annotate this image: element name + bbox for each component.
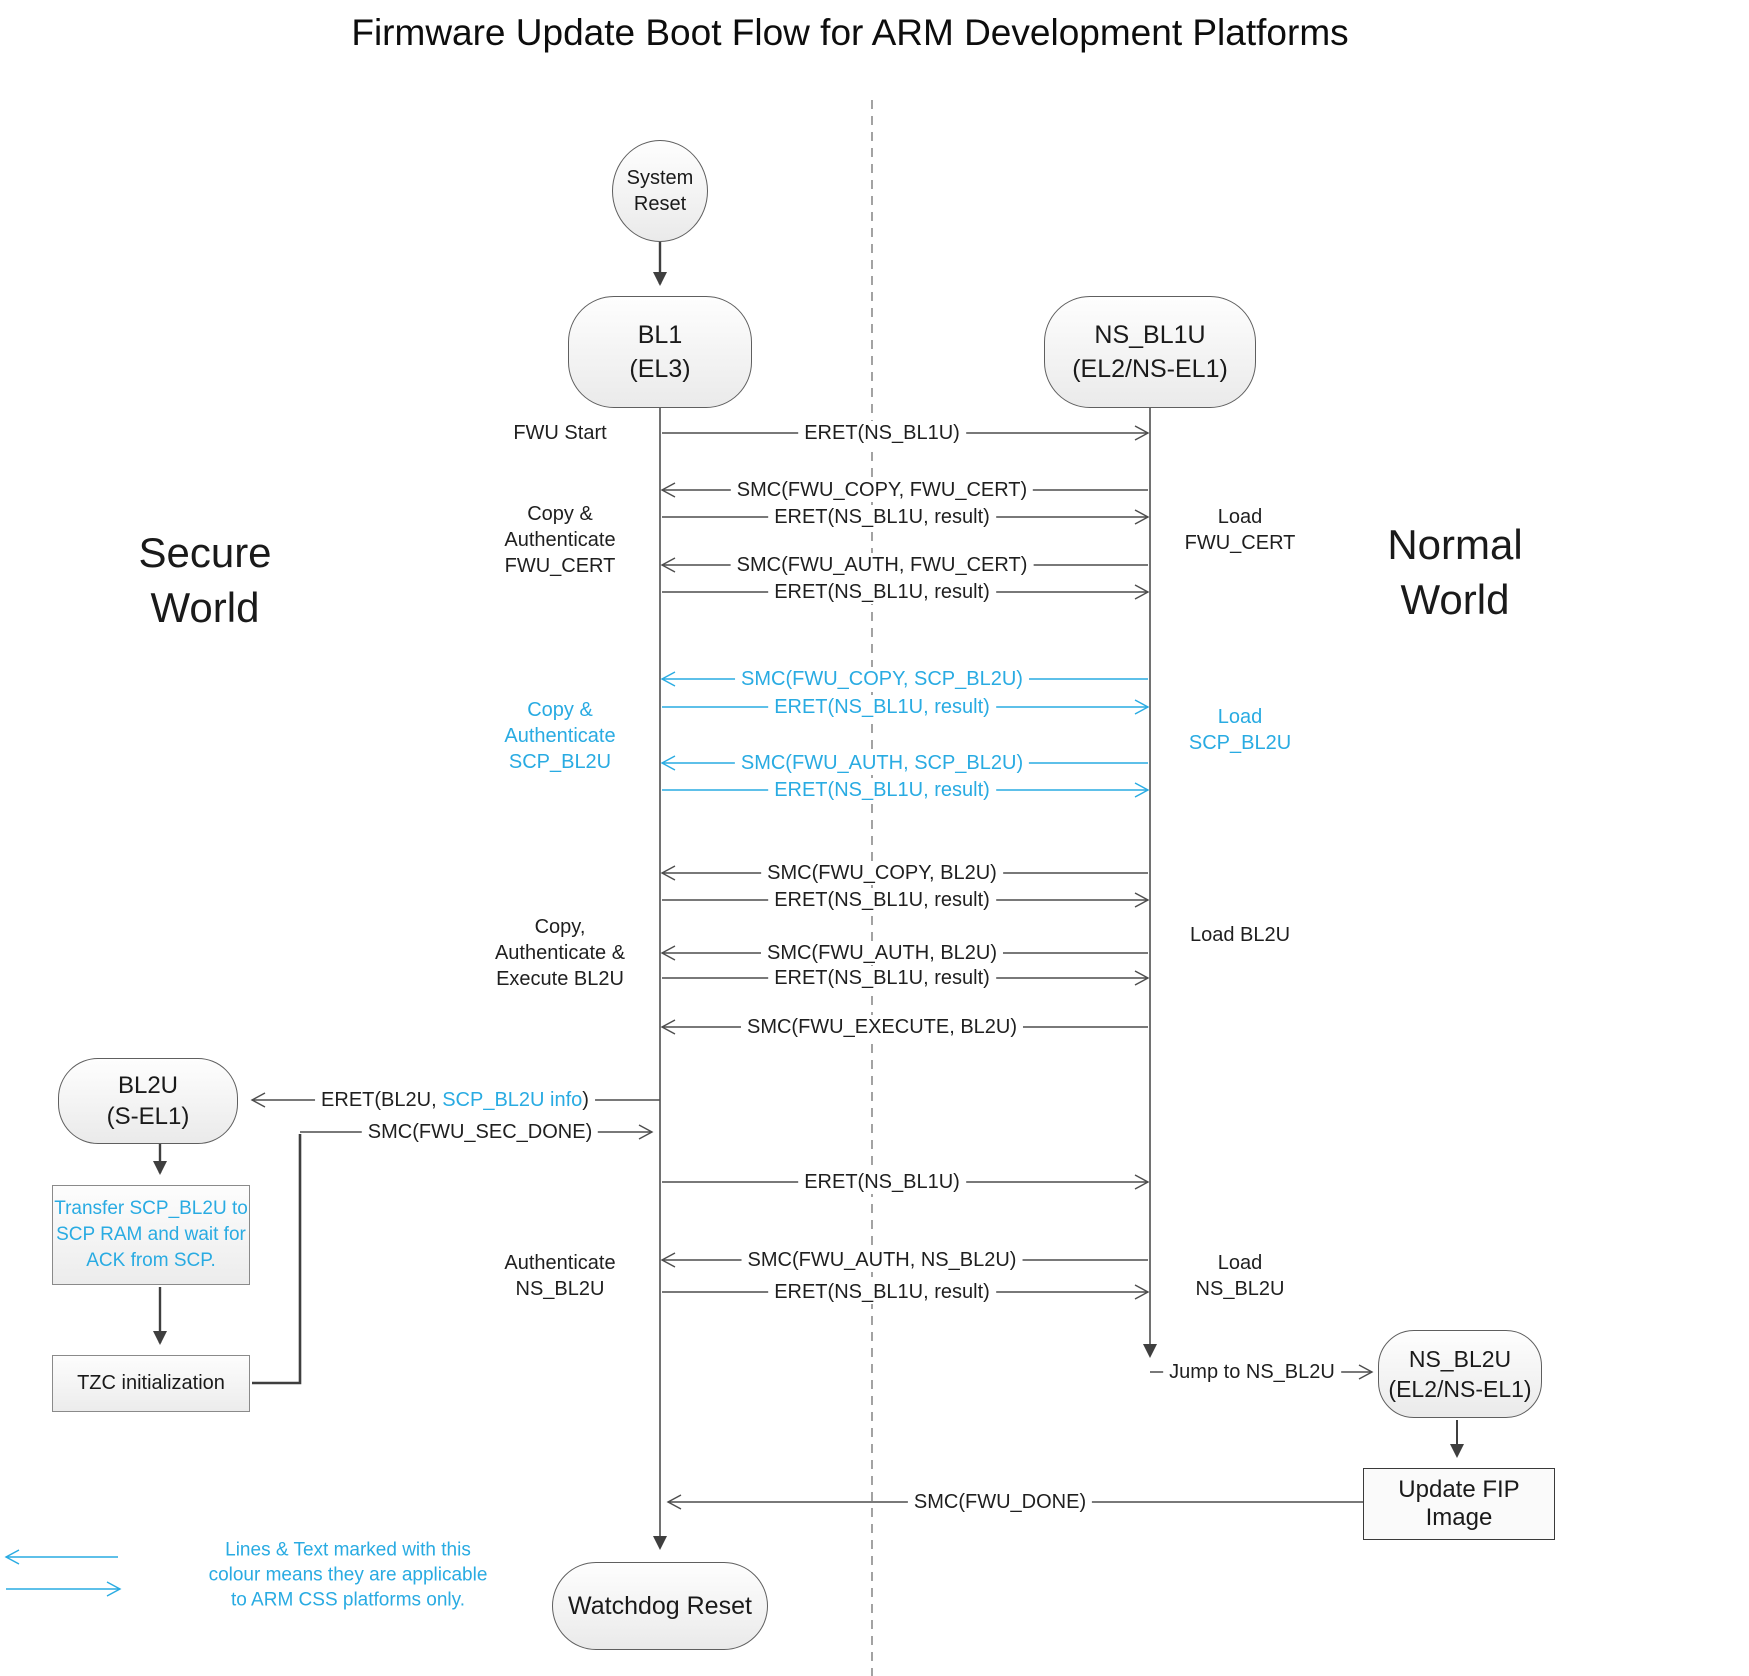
- message-label: ERET(NS_BL1U, result): [768, 505, 996, 529]
- bl2u-node: BL2U (S-EL1): [58, 1058, 238, 1144]
- message-label: SMC(FWU_COPY, FWU_CERT): [730, 478, 1034, 502]
- eret-bl2u-label-highlight: SCP_BL2U info: [442, 1089, 583, 1111]
- ns-bl2u-node: NS_BL2U (EL2/NS-EL1): [1378, 1330, 1542, 1418]
- eret-bl2u-label: ERET(BL2U, SCP_BL2U info): [315, 1088, 595, 1112]
- ns-bl1u-node-name: NS_BL1U: [1094, 321, 1206, 349]
- stage-label: Load SCP_BL2U: [1188, 706, 1292, 754]
- message-label: SMC(FWU_AUTH, BL2U): [760, 941, 1004, 965]
- bl2u-node-name: BL2U: [117, 1072, 179, 1099]
- bl1-node-level: (EL3): [629, 355, 691, 383]
- ns-bl2u-node-level: (EL2/NS-EL1): [1388, 1376, 1532, 1402]
- stage-label: Copy & Authenticate FWU_CERT: [504, 503, 616, 577]
- message-label: SMC(FWU_EXECUTE, BL2U): [740, 1015, 1024, 1039]
- diagram-title: Firmware Update Boot Flow for ARM Develo…: [351, 12, 1349, 53]
- message-label: ERET(NS_BL1U, result): [768, 695, 996, 719]
- bl2u-node-level: (S-EL1): [106, 1103, 190, 1130]
- message-label: ERET(NS_BL1U): [798, 1170, 966, 1194]
- secure-world-label: Secure World: [138, 529, 272, 631]
- message-label: SMC(FWU_AUTH, NS_BL2U): [741, 1248, 1023, 1272]
- message-label: SMC(FWU_AUTH, FWU_CERT): [730, 553, 1034, 577]
- stage-label: Load FWU_CERT: [1184, 506, 1296, 554]
- system-reset-node: System Reset: [612, 140, 708, 242]
- stage-label: Load NS_BL2U: [1195, 1252, 1285, 1300]
- ns-bl1u-node: NS_BL1U (EL2/NS-EL1): [1044, 296, 1256, 408]
- tzc-init-node: TZC initialization: [52, 1355, 250, 1412]
- normal-world-label: Normal World: [1387, 521, 1523, 623]
- message-label: ERET(NS_BL1U, result): [768, 778, 996, 802]
- ns-bl2u-node-name: NS_BL2U: [1408, 1346, 1512, 1372]
- message-label: SMC(FWU_COPY, BL2U): [761, 861, 1003, 885]
- ns-bl1u-node-level: (EL2/NS-EL1): [1072, 355, 1228, 383]
- bl1-node: BL1 (EL3): [568, 296, 752, 408]
- tzc-return-elbow: [252, 1134, 302, 1385]
- message-label: ERET(NS_BL1U, result): [768, 966, 996, 990]
- eret-bl2u-label-prefix: ERET(BL2U,: [321, 1089, 443, 1111]
- stage-label: Copy, Authenticate & Execute BL2U: [494, 916, 626, 990]
- message-label: ERET(NS_BL1U, result): [768, 580, 996, 604]
- update-fip-node: Update FIP Image: [1363, 1468, 1555, 1540]
- smc-fwu-done-label: SMC(FWU_DONE): [907, 1490, 1093, 1514]
- stage-label: Authenticate NS_BL2U: [504, 1252, 616, 1300]
- watchdog-reset-node: Watchdog Reset: [552, 1562, 768, 1650]
- stage-label: Load BL2U: [1189, 924, 1291, 946]
- message-label: SMC(FWU_AUTH, SCP_BL2U): [734, 751, 1030, 775]
- legend-note: Lines & Text marked with this colour mea…: [208, 1539, 488, 1611]
- message-label: ERET(NS_BL1U): [798, 421, 966, 445]
- stage-label: Copy & Authenticate SCP_BL2U: [504, 699, 616, 773]
- smc-sec-done-label: SMC(FWU_SEC_DONE): [361, 1120, 599, 1144]
- eret-bl2u-label-suffix: ): [582, 1089, 589, 1111]
- transfer-scp-note: Transfer SCP_BL2U to SCP RAM and wait fo…: [52, 1185, 250, 1285]
- message-label: SMC(FWU_COPY, SCP_BL2U): [735, 667, 1029, 691]
- stage-label: FWU Start: [513, 422, 607, 444]
- message-label: ERET(NS_BL1U, result): [768, 888, 996, 912]
- bl1-node-name: BL1: [637, 321, 683, 349]
- jump-to-nsbl2u-label: Jump to NS_BL2U: [1163, 1360, 1341, 1384]
- message-label: ERET(NS_BL1U, result): [768, 1280, 996, 1304]
